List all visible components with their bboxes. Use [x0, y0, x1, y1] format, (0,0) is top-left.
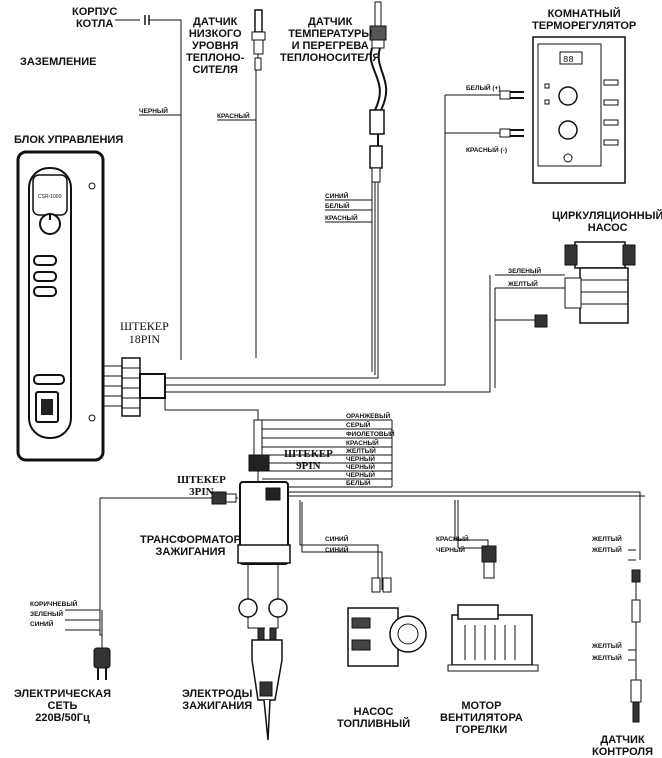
sensor-wire-4: ЖЕЛТЫЙ [591, 653, 622, 662]
fuel-pump-wire-1: СИНИЙ [325, 534, 349, 543]
wire-label-pump-green: ЗЕЛЕНЫЙ [508, 266, 541, 275]
mains-wire-1: КОРИЧНЕВЫЙ [30, 599, 78, 608]
panel-display-text: CSR-1000 [38, 194, 62, 200]
nine-pin-wire-6: ЧЕРНЫЙ [346, 454, 375, 463]
fan-wire-1: КРАСНЫЙ [436, 534, 469, 543]
mains-wire-3: СИНИЙ [30, 619, 54, 628]
mains-wire-2: ЗЕЛЕНЫЙ [30, 609, 63, 618]
ignition-electrodes-icon [251, 627, 283, 741]
wire-label-temp-blue: СИНИЙ [325, 191, 349, 200]
wire-label-pump-yellow: ЖЕЛТЫЙ [507, 279, 538, 288]
nine-pin-wire-8: ЧЕРНЫЙ [346, 470, 375, 479]
nine-pin-wire-1: ОРАНЖЕВЫЙ [346, 411, 390, 420]
panel-button-2[interactable] [33, 271, 57, 282]
panel-button-3[interactable] [33, 286, 57, 297]
control-unit [16, 150, 105, 462]
sensor-wire-2: ЖЕЛТЫЙ [591, 545, 622, 554]
thermostat-dial-2-icon[interactable] [558, 120, 578, 140]
fan-motor-icon [447, 545, 539, 672]
connector-18pin [103, 357, 166, 417]
nine-pin-wire-4: КРАСНЫЙ [346, 438, 379, 447]
wire-label-black: ЧЕРНЫЙ [139, 106, 168, 115]
panel-button-1[interactable] [33, 255, 57, 266]
sensor-wire-3: ЖЕЛТЫЙ [591, 641, 622, 650]
ignition-transformer-icon [237, 481, 291, 618]
label-control-unit: БЛОК УПРАВЛЕНИЯ [14, 134, 124, 146]
nine-pin-wire-9: БЕЛЫЙ [346, 478, 371, 487]
low-level-sensor-icon [251, 9, 266, 71]
sensor-wire-1: ЖЕЛТЫЙ [591, 534, 622, 543]
temperature-sensor-icon [369, 1, 388, 183]
fan-wire-2: ЧЕРНЫЙ [436, 545, 465, 554]
nine-pin-wire-7: ЧЕРНЫЙ [346, 462, 375, 471]
fuel-pump-wire-2: СИНИЙ [325, 545, 349, 554]
wire-label-white-plus: БЕЛЫЙ (+) [466, 83, 501, 92]
nine-pin-wire-5: ЖЕЛТЫЙ [345, 446, 376, 455]
thermostat-display-text: 88 [563, 55, 574, 65]
wire-label-red: КРАСНЫЙ [217, 111, 250, 120]
wire-label-temp-white: БЕЛЫЙ [325, 201, 350, 210]
room-thermostat [532, 36, 626, 184]
mains-plug-icon [93, 647, 111, 680]
nine-pin-wire-3: ФИОЛЕТОВЫЙ [346, 429, 395, 438]
circulation-pump-icon [534, 241, 636, 328]
connector-9pin [248, 419, 270, 472]
fuel-pump-icon [347, 577, 427, 667]
thermostat-dial-icon[interactable] [558, 86, 578, 106]
wire-label-temp-red: КРАСНЫЙ [325, 213, 358, 222]
wire-label-red-minus: КРАСНЫЙ (-) [466, 145, 507, 154]
connector-3pin [211, 491, 237, 505]
thermostat-terminals [499, 90, 524, 138]
control-sensor-icon [630, 569, 642, 723]
nine-pin-wire-2: СЕРЫЙ [346, 420, 371, 429]
thermostat-display [559, 51, 583, 65]
label-ground: ЗАЗЕМЛЕНИЕ [20, 56, 97, 68]
